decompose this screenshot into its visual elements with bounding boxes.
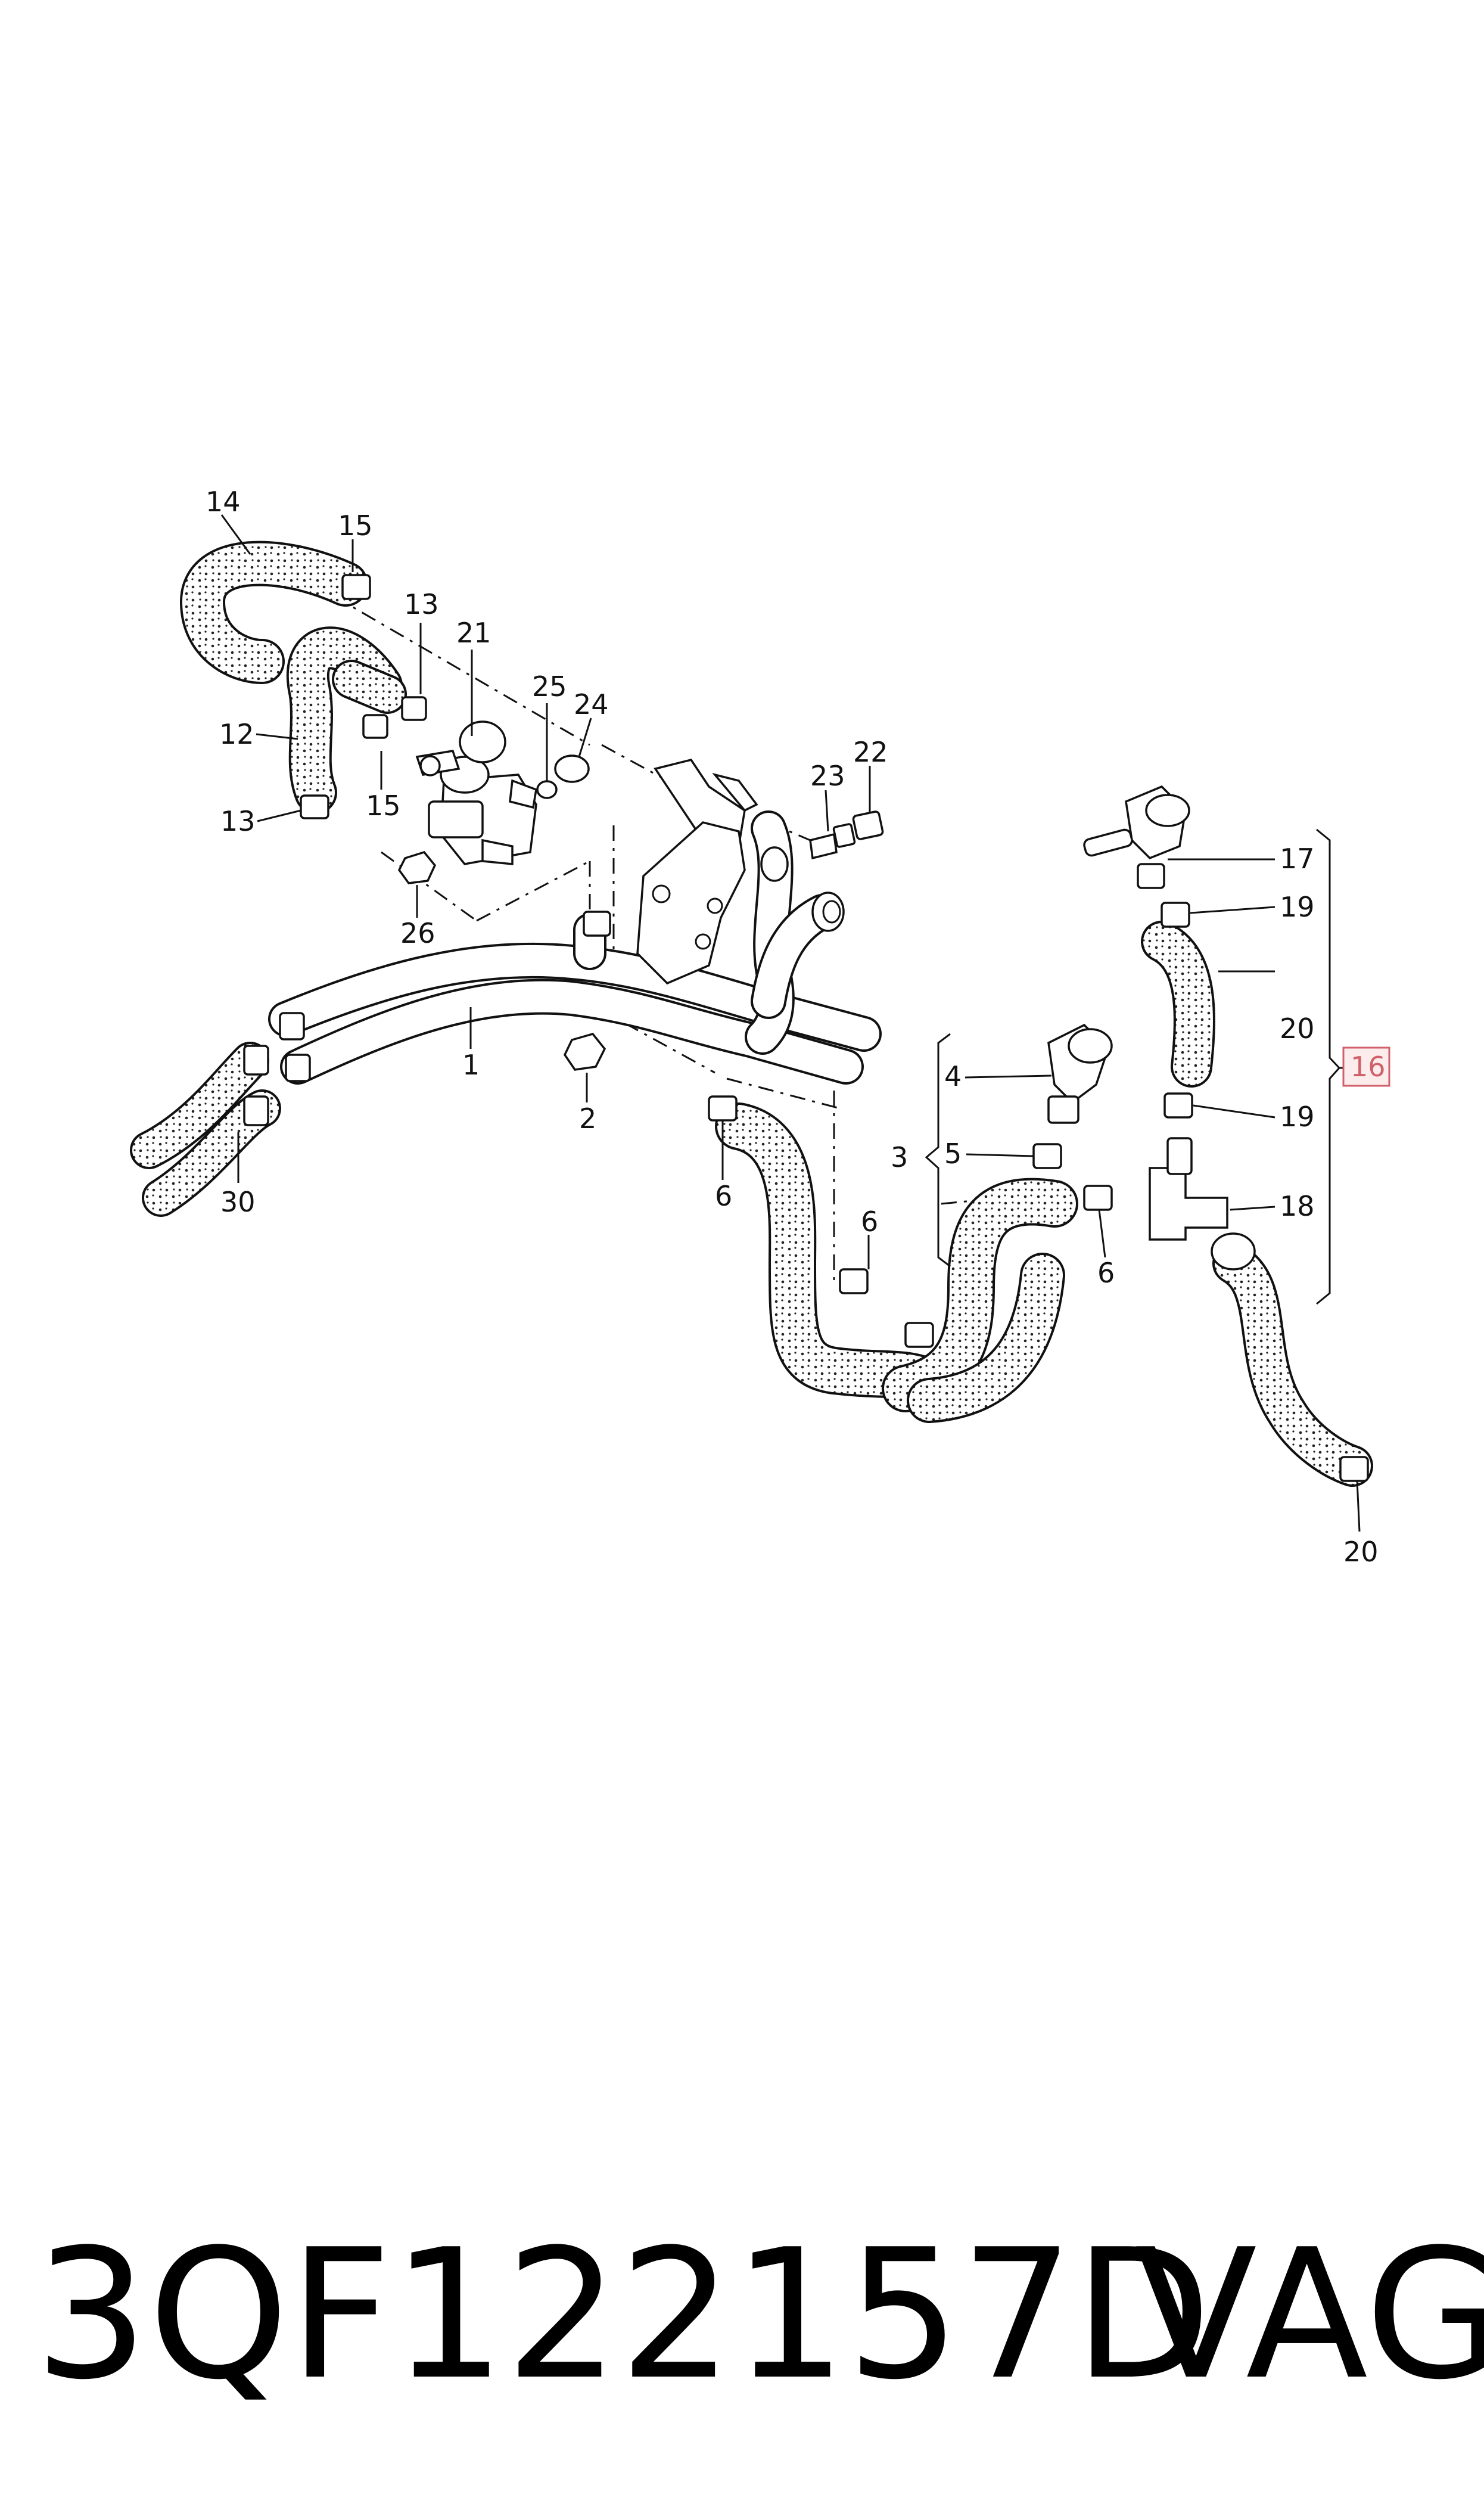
callout-18: 18 xyxy=(1280,1190,1315,1222)
callout-26: 26 xyxy=(400,917,435,949)
callout-6: 6 xyxy=(715,1180,732,1212)
callout-1: 1 xyxy=(462,1049,480,1081)
callout-20: 20 xyxy=(1343,1536,1379,1568)
callout-25: 25 xyxy=(532,670,567,703)
callout-5: 5 xyxy=(944,1138,962,1170)
callout-19: 19 xyxy=(1280,891,1315,923)
callout-22: 22 xyxy=(853,736,888,768)
callout-13: 13 xyxy=(220,805,256,837)
callout-24: 24 xyxy=(574,688,609,720)
hose-clamps xyxy=(243,574,1369,1482)
quick-connectors xyxy=(397,754,1256,1271)
callout-14: 14 xyxy=(206,486,241,518)
callout-15: 15 xyxy=(366,790,401,822)
callout-3: 3 xyxy=(891,1141,908,1173)
callout-6: 6 xyxy=(861,1206,878,1238)
callout-23: 23 xyxy=(810,760,845,792)
leader-lines xyxy=(220,514,1361,1532)
callout-4: 4 xyxy=(944,1060,962,1092)
brand-text: VAG xyxy=(1135,2211,1484,2419)
callout-labels: 14 15 13 21 25 24 12 15 13 23 22 26 1 2 … xyxy=(206,486,1390,1568)
callout-21: 21 xyxy=(456,617,491,649)
callout-30: 30 xyxy=(220,1186,256,1218)
callout-16: 16 xyxy=(1351,1051,1386,1083)
auxiliary-water-pump xyxy=(415,720,537,865)
callout-2: 2 xyxy=(579,1102,596,1135)
callout-15: 15 xyxy=(338,510,373,542)
coolant-valve-assembly xyxy=(636,759,845,985)
callout-20: 20 xyxy=(1280,1012,1315,1045)
callout-16-highlight xyxy=(1342,1046,1390,1087)
callout-12: 12 xyxy=(219,718,254,750)
part-number-text: 3QF122157D xyxy=(35,2211,1212,2419)
callout-6: 6 xyxy=(1097,1257,1115,1289)
callout-19: 19 xyxy=(1280,1101,1315,1133)
callout-17: 17 xyxy=(1280,843,1315,875)
callout-13: 13 xyxy=(404,588,439,620)
rubber-hoses xyxy=(130,541,1373,1487)
